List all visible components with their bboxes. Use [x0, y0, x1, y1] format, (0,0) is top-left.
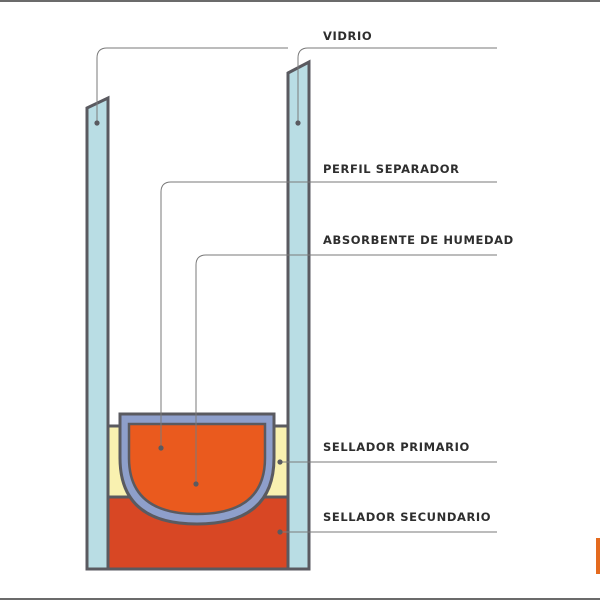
- dot-vidrio-right: [295, 120, 301, 126]
- label-sellador-secundario: SELLADOR SECUNDARIO: [323, 510, 491, 524]
- moisture-absorber: [127, 422, 267, 516]
- dot-sellador-secundario: [277, 529, 283, 535]
- label-sellador-primario: SELLADOR PRIMARIO: [323, 440, 470, 454]
- dot-sellador-primario: [277, 459, 283, 465]
- label-vidrio: VIDRIO: [323, 29, 372, 43]
- dot-absorbente: [193, 481, 199, 487]
- accent-mark: [596, 538, 600, 574]
- glass-pane-right: [286, 59, 311, 571]
- label-perfil-separador: PERFIL SEPARADOR: [323, 162, 460, 176]
- label-absorbente-de-humedad: ABSORBENTE DE HUMEDAD: [323, 233, 514, 247]
- dot-perfil-separador: [158, 445, 164, 451]
- leader-line-absorbente: [195, 254, 497, 484]
- leader-line-vidrio-left: [96, 47, 288, 123]
- leader-line-perfil-separador: [160, 181, 497, 448]
- glass-pane-left: [85, 95, 110, 571]
- dot-vidrio-left: [94, 120, 100, 126]
- leader-line-vidrio-right: [297, 47, 497, 123]
